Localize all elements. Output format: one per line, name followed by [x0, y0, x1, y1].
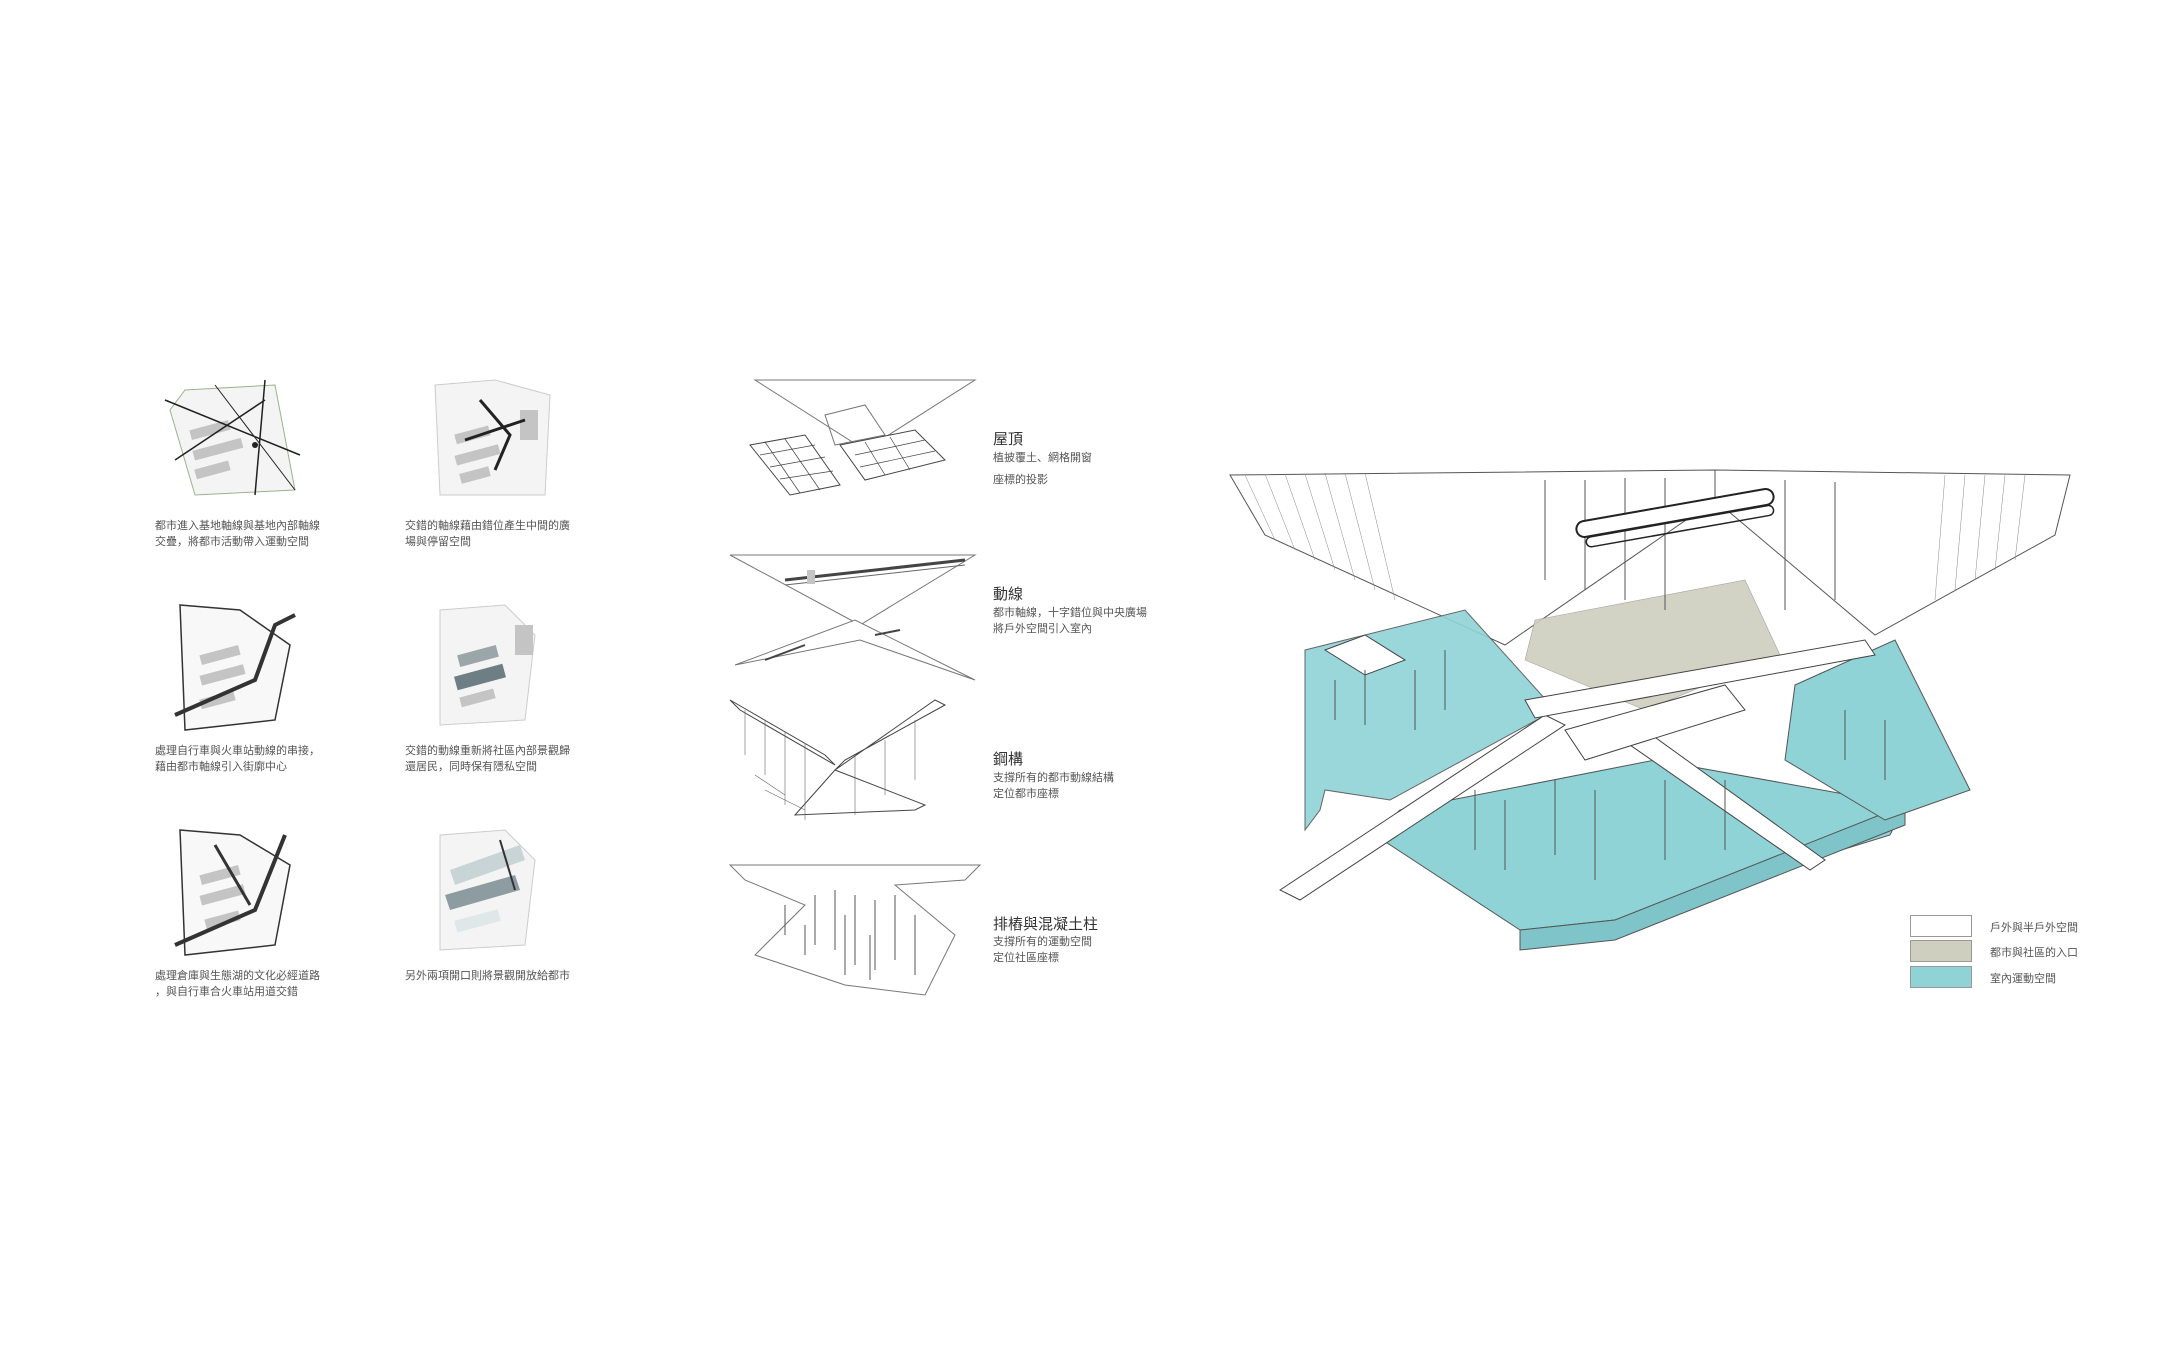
site-diagram-1 [164, 379, 301, 496]
circulation-ramp-2 [1524, 639, 1876, 719]
layer-steel-desc: 支撐所有的都市動線結構定位都市座標 [993, 771, 1114, 800]
site-diagram-5 [174, 829, 291, 956]
layer-circulation-title: 動線 [993, 585, 1024, 603]
circulation-ramp-4 [1564, 684, 1746, 761]
layer-circulation-drawing [729, 554, 977, 681]
layer-piles-title: 排樁與混凝土柱 [993, 915, 1099, 933]
site-diagram-1-caption: 都市進入基地軸線與基地內部軸線交疊，將都市活動帶入運動空間 [155, 519, 320, 548]
site-diagram-3 [174, 604, 296, 731]
rear-wall-left [1229, 469, 1716, 646]
legend-label-entrance: 都市與社區的入口 [1990, 946, 2078, 959]
site-diagram-2 [434, 379, 551, 496]
rear-wall-right [1714, 469, 2071, 636]
layer-roof-desc: 植披覆土、網格開窗座標的投影 [993, 451, 1092, 486]
site-diagram-6-caption: 另外兩項開口則將景觀開放給都市 [405, 969, 570, 982]
legend-label-outdoor: 戶外與半戶外空間 [1990, 921, 2078, 934]
layer-roof-drawing [749, 379, 977, 496]
site-diagram-3-caption: 處理自行車與火車站動線的串接，藉由都市軸線引入街廓中心 [155, 744, 320, 773]
site-diagram-4 [439, 604, 536, 726]
site-diagram-4-caption: 交錯的動線重新將社區內部景觀歸還居民，同時保有隱私空間 [405, 744, 570, 773]
layer-circulation-desc: 都市軸線，十字錯位與中央廣場將戶外空間引入室內 [993, 606, 1147, 635]
indoor-sports-right [1784, 639, 1971, 821]
legend-swatch-outdoor [1910, 915, 1972, 937]
legend-label-indoor: 室內運動空間 [1990, 972, 2056, 985]
legend-swatch-entrance [1910, 940, 1972, 962]
layer-steel-title: 鋼構 [993, 750, 1024, 768]
upper-bridge [1575, 488, 1775, 538]
axonometric-drawing [1229, 469, 2071, 951]
circulation-ramp-5 [1323, 634, 1407, 676]
legend-swatch-indoor [1910, 966, 1972, 988]
circulation-ramp-1 [1279, 714, 1566, 901]
site-diagram-6 [439, 829, 536, 951]
layer-steel-drawing [729, 699, 947, 820]
site-diagram-2-caption: 交錯的軸線藉由錯位產生中間的廣場與停留空間 [405, 519, 570, 548]
layer-roof-title: 屋頂 [993, 430, 1024, 448]
layer-piles-drawing [728, 864, 982, 996]
layer-piles-desc: 支撐所有的運動空間定位社區座標 [993, 935, 1092, 964]
site-diagram-5-caption: 處理倉庫與生態湖的文化必經道路，與自行車合火車站用道交錯 [155, 969, 320, 998]
